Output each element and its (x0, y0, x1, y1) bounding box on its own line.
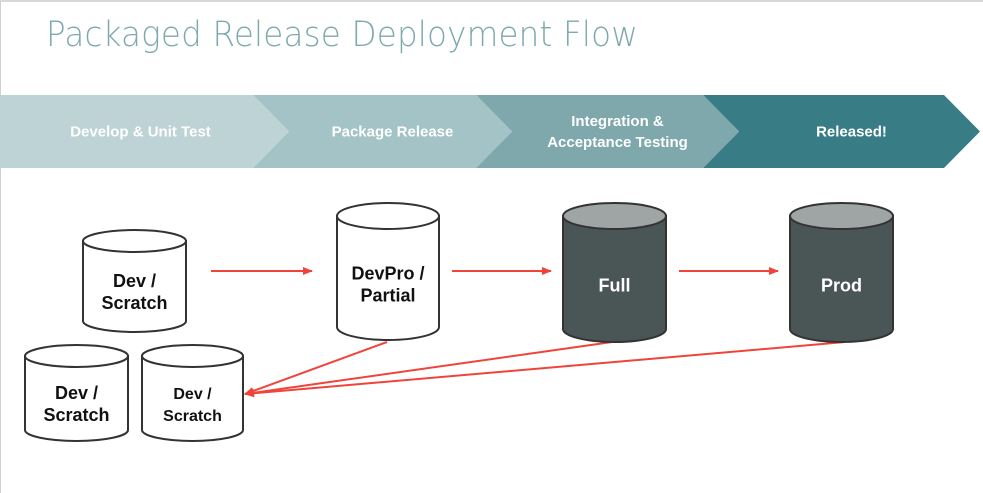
page-title: Packaged Release Deployment Flow (46, 15, 639, 55)
stage-chevron (703, 95, 980, 168)
database-label: Dev / (173, 386, 212, 403)
arrow-full-to-dev3 (244, 341, 613, 397)
stage-band: Develop & Unit Test Package Release Integr… (0, 95, 980, 168)
stage-label: Package Release (332, 124, 454, 141)
cylinder-top (24, 344, 129, 368)
database-label: Partial (360, 286, 415, 306)
cylinder-body (82, 240, 187, 333)
stage-released (703, 95, 980, 168)
stage-integration-acceptance (476, 95, 739, 168)
database-label: Scratch (163, 408, 222, 425)
stage-label: Develop & Unit Test (70, 124, 211, 141)
stage-label: Integration & (571, 113, 664, 130)
database-label: Full (599, 276, 631, 296)
cylinder-top (82, 229, 187, 253)
stage-package-release (253, 95, 512, 168)
arrow-devpro-to-dev3 (244, 341, 388, 395)
database-dev3: Dev / Scratch (141, 344, 244, 442)
database-full: Full (562, 202, 667, 343)
database-label: Dev / (113, 271, 156, 291)
cylinder-body (562, 215, 667, 343)
stage-chevron (476, 95, 739, 168)
cylinder-body (141, 355, 244, 442)
database-label: Scratch (43, 405, 109, 425)
database-label: Prod (821, 276, 862, 296)
stage-label: Released! (816, 124, 887, 141)
cylinder-top (789, 202, 894, 230)
database-dev1: Dev /Scratch (82, 229, 187, 333)
database-label: Dev / (55, 383, 98, 403)
stage-label: Acceptance Testing (547, 134, 688, 151)
stage-develop-unit-test (0, 95, 289, 168)
arrow-prod-to-dev3 (244, 341, 846, 398)
stage-chevron (253, 95, 512, 168)
arrows-layer (211, 267, 846, 398)
cylinder-body (336, 215, 440, 341)
database-dev2: Dev /Scratch (24, 344, 129, 442)
database-prod: Prod (789, 202, 894, 343)
database-label: Scratch (101, 293, 167, 313)
cylinder-top (562, 202, 667, 230)
cylinder-body (789, 215, 894, 343)
stage-chevron (0, 95, 289, 168)
cylinder-top (336, 202, 440, 230)
cylinder-top (141, 344, 244, 368)
database-label: DevPro / (351, 264, 424, 284)
database-devpro: DevPro /Partial (336, 202, 440, 341)
cylinder-body (24, 355, 129, 442)
